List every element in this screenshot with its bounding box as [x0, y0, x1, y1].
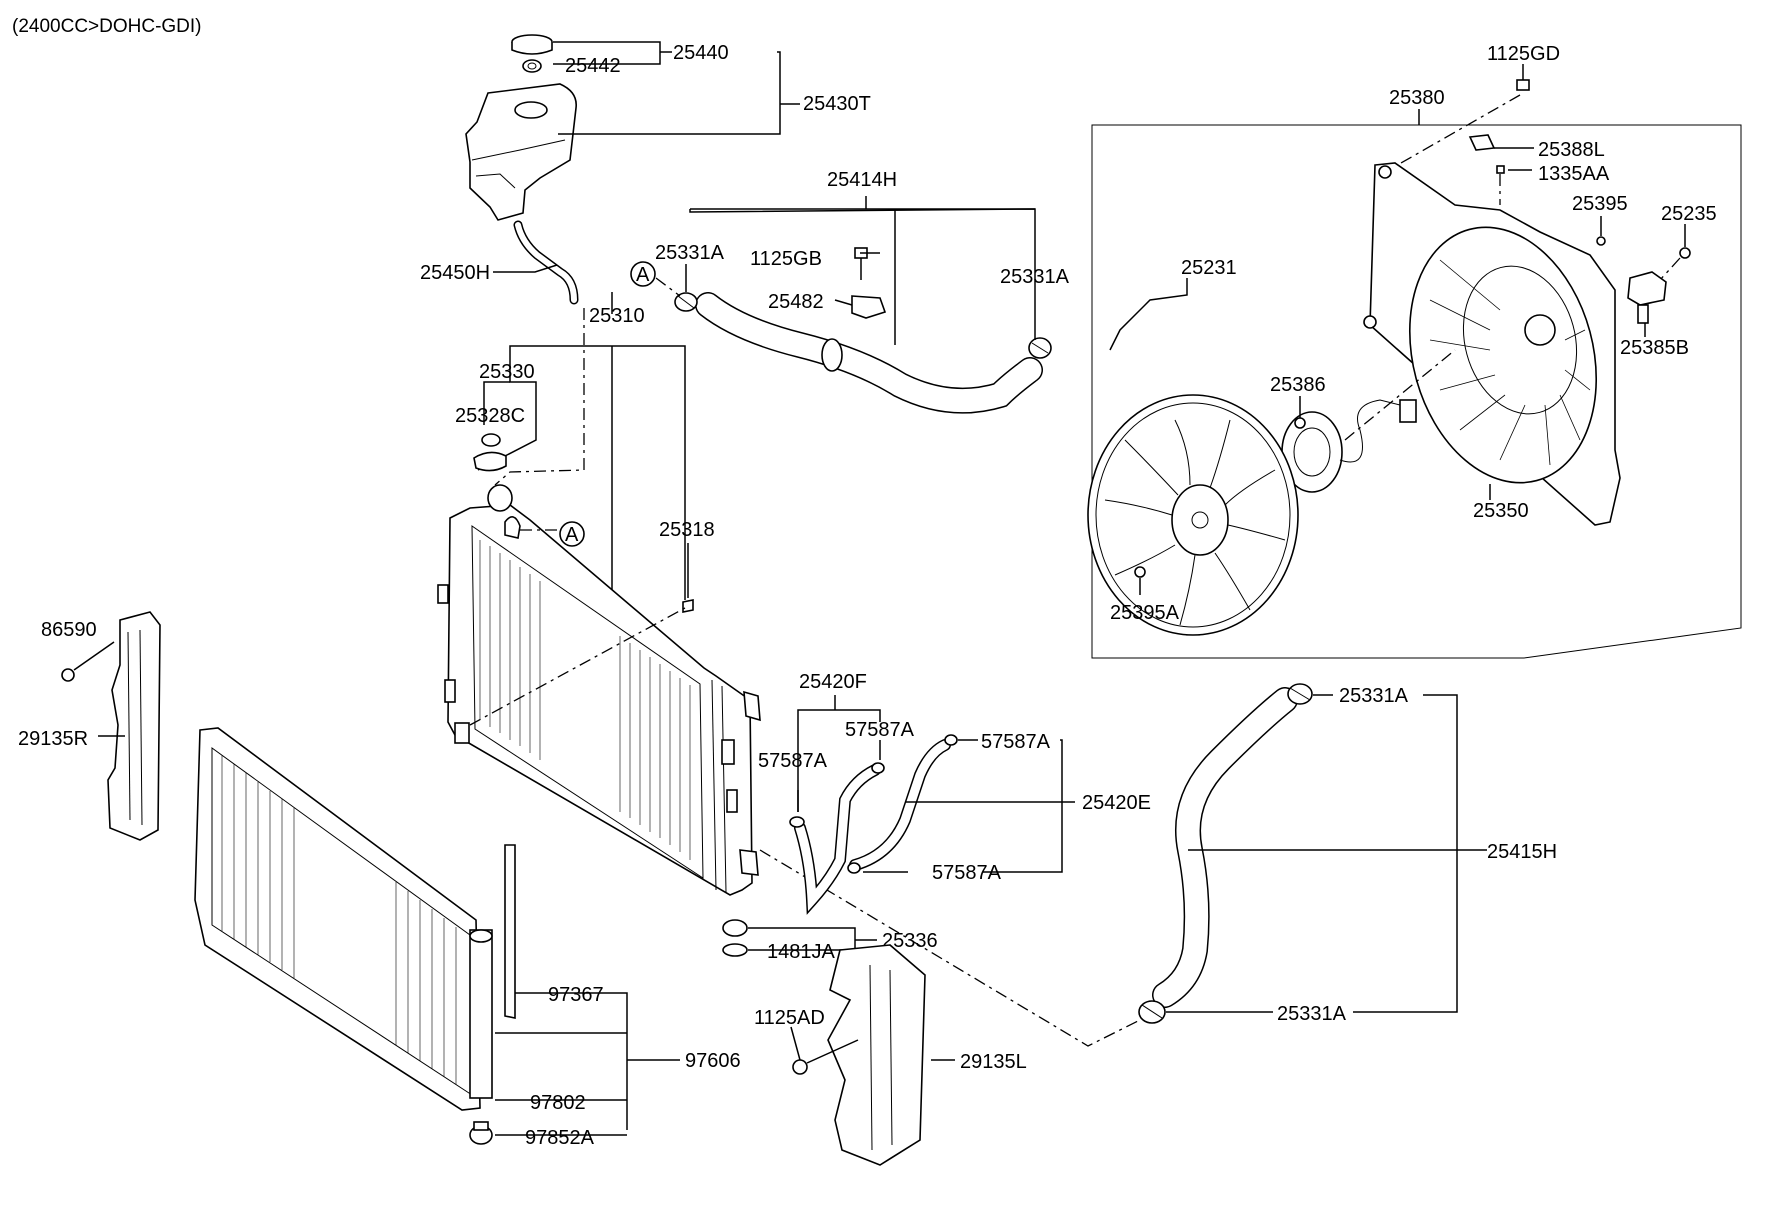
engine-spec-title: (2400CC>DOHC-GDI) — [12, 16, 202, 37]
fan-shroud-25350 — [1363, 162, 1621, 526]
hose-clip-c — [944, 734, 958, 746]
clip-25395A — [1134, 566, 1146, 578]
label-25440: 25440 — [673, 42, 729, 64]
radiator-assembly — [437, 484, 761, 896]
label-57587A-upper-right: 57587A — [845, 719, 915, 741]
label-25328C: 25328C — [455, 405, 525, 427]
label-25395: 25395 — [1572, 193, 1628, 215]
svg-text:A: A — [565, 524, 579, 546]
hose-clamp-upper-left — [674, 292, 698, 312]
fan-assembly-outline — [1091, 124, 1742, 659]
label-25336: 25336 — [882, 930, 938, 952]
cooling-fan-25231 — [1087, 394, 1299, 636]
ref-marker-a-top: A — [630, 261, 656, 287]
hose-clip-d — [847, 862, 861, 874]
resistor-bracket-25388L — [1468, 134, 1496, 151]
label-25388L: 25388L — [1538, 139, 1605, 161]
label-25420F: 25420F — [799, 671, 867, 693]
label-97852A: 97852A — [525, 1127, 595, 1149]
label-25380: 25380 — [1389, 87, 1445, 109]
label-25430T: 25430T — [803, 93, 871, 115]
drain-plug-25318 — [682, 599, 694, 613]
label-25231: 25231 — [1181, 257, 1237, 279]
condenser-side-seal-97367 — [504, 844, 516, 1019]
label-25395A: 25395A — [1110, 602, 1180, 624]
label-25331A-upper-right: 25331A — [1000, 266, 1070, 288]
label-1125GD: 1125GD — [1487, 43, 1560, 65]
label-29135R: 29135R — [18, 728, 88, 750]
oil-cooler-hose-25420F — [794, 764, 881, 915]
label-97367: 97367 — [548, 984, 604, 1006]
bolt-25235 — [1679, 247, 1691, 259]
resistor-25385B — [1627, 271, 1667, 324]
hose-clip-b — [871, 762, 885, 774]
condenser-fins — [221, 755, 457, 1085]
mount-insulator-lower-1481JA — [722, 943, 748, 957]
bolt-1125AD — [792, 1059, 808, 1075]
hose-clamp-upper-right — [1028, 337, 1052, 359]
nut-1335AA — [1496, 165, 1505, 174]
oil-cooler-hose-25420E — [849, 739, 951, 871]
label-25331A-upper-left: 25331A — [655, 242, 725, 264]
label-57587A-left: 57587A — [758, 750, 828, 772]
label-25450H: 25450H — [420, 262, 490, 284]
radiator-cap-25330 — [473, 451, 507, 472]
radiator-fins — [479, 540, 691, 860]
label-25414H: 25414H — [827, 169, 897, 191]
cap-seal — [522, 59, 542, 73]
bolt-25395 — [1596, 236, 1606, 246]
label-25330: 25330 — [479, 361, 535, 383]
radiator-cap-seal — [481, 433, 501, 447]
lower-radiator-hose — [1152, 687, 1298, 1008]
label-1335AA: 1335AA — [1538, 163, 1610, 185]
mount-insulator-upper — [722, 919, 748, 937]
hose-bracket-25482 — [851, 295, 887, 319]
hose-clip-a — [789, 816, 805, 828]
label-1125AD: 1125AD — [754, 1007, 825, 1029]
bolt-86590 — [61, 668, 75, 682]
ac-condenser — [194, 727, 493, 1145]
reservoir-tank — [465, 83, 577, 221]
label-25482: 25482 — [768, 291, 824, 313]
label-97802: 97802 — [530, 1092, 586, 1114]
label-25420E: 25420E — [1082, 792, 1151, 814]
air-guard-left-29135L — [827, 944, 926, 1166]
svg-text:A: A — [636, 264, 650, 286]
label-25385B: 25385B — [1620, 337, 1689, 359]
label-1125GB: 1125GB — [750, 248, 822, 270]
label-25331A-lower-top: 25331A — [1339, 685, 1409, 707]
fan-motor-25386 — [1281, 399, 1417, 493]
label-25386: 25386 — [1270, 374, 1326, 396]
overflow-hose — [513, 220, 579, 305]
ref-marker-a-radiator: A — [559, 521, 585, 547]
bolt-1125GD — [1516, 79, 1530, 91]
label-25442: 25442 — [565, 55, 621, 77]
label-97606: 97606 — [685, 1050, 741, 1072]
label-86590: 86590 — [41, 619, 97, 641]
hose-clamp-lower-bottom — [1138, 1000, 1166, 1024]
label-25350: 25350 — [1473, 500, 1529, 522]
air-guard-right-29135R — [107, 611, 161, 841]
label-25415H: 25415H — [1487, 841, 1557, 863]
upper-radiator-hose — [695, 292, 1043, 414]
label-25318: 25318 — [659, 519, 715, 541]
label-1481JA: 1481JA — [767, 941, 835, 963]
label-25235: 25235 — [1661, 203, 1717, 225]
label-57587A-lower: 57587A — [932, 862, 1002, 884]
label-29135L: 29135L — [960, 1051, 1027, 1073]
hose-clamp-lower-top — [1287, 683, 1313, 705]
label-25310: 25310 — [589, 305, 645, 327]
reservoir-cap — [511, 34, 553, 55]
label-57587A-right: 57587A — [981, 731, 1051, 753]
label-25331A-lower-bottom: 25331A — [1277, 1003, 1347, 1025]
